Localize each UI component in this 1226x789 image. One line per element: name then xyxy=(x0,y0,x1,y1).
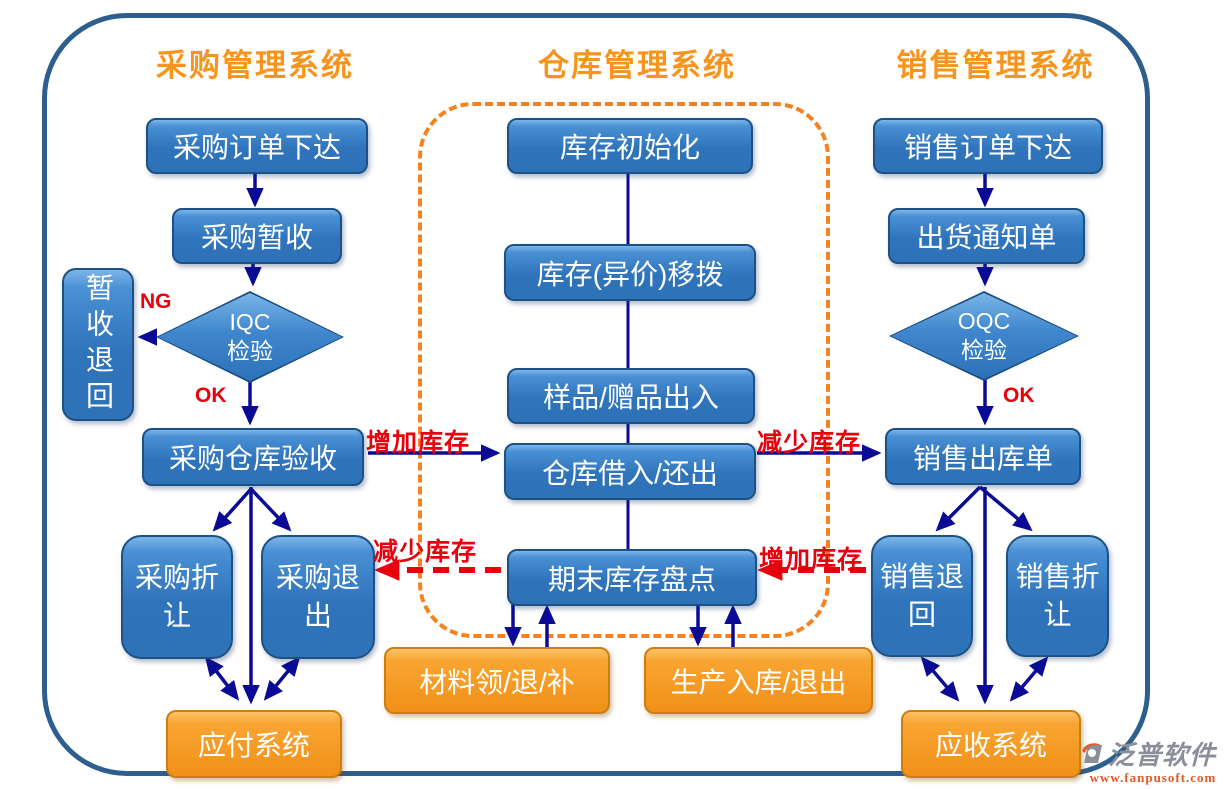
node-sample-gift-io: 样品/赠品出入 xyxy=(507,368,755,424)
logo-company-name: 泛普软件 xyxy=(1108,740,1217,770)
oqc-label-line2: 检验 xyxy=(961,337,1007,363)
node-inventory-transfer: 库存(异价)移拨 xyxy=(504,244,756,301)
logo-website: www.fanpusoft.com xyxy=(1089,770,1217,785)
label-ok-right: OK xyxy=(1003,384,1035,407)
label-increase-stock-right: 增加库存 xyxy=(759,546,864,574)
node-accounts-payable-system: 应付系统 xyxy=(166,710,342,778)
node-temp-receive-return: 暂收退回 xyxy=(62,268,134,421)
node-purchase-warehouse-accept: 采购仓库验收 xyxy=(142,428,364,486)
fanpu-logo: 泛普软件 www.fanpusoft.com xyxy=(1080,735,1226,786)
node-sales-discount: 销售折让 xyxy=(1006,535,1109,657)
label-decrease-stock-right: 减少库存 xyxy=(757,429,862,457)
header-warehouse-system: 仓库管理系统 xyxy=(538,48,736,83)
node-purchase-discount: 采购折让 xyxy=(121,535,233,659)
node-shipping-notice: 出货通知单 xyxy=(888,208,1085,264)
node-purchase-return: 采购退出 xyxy=(261,535,375,659)
warehouse-dashed-boundary xyxy=(418,102,830,638)
node-sales-outbound: 销售出库单 xyxy=(885,428,1081,485)
node-production-in-out: 生产入库/退出 xyxy=(644,647,873,714)
label-increase-stock-left: 增加库存 xyxy=(366,429,471,457)
iqc-label-line1: IQC xyxy=(229,309,271,336)
node-material-issue-return: 材料领/退/补 xyxy=(384,647,610,714)
node-sales-order: 销售订单下达 xyxy=(873,118,1103,174)
outer-frame xyxy=(42,13,1150,776)
node-inventory-init: 库存初始化 xyxy=(507,118,753,174)
label-ok-left: OK xyxy=(195,384,227,407)
iqc-label-line2: 检验 xyxy=(227,338,273,364)
oqc-label-line1: OQC xyxy=(957,308,1011,335)
node-warehouse-borrow-return: 仓库借入/还出 xyxy=(504,443,756,500)
fanpu-logo-icon xyxy=(1082,742,1102,763)
node-period-end-stocktake: 期末库存盘点 xyxy=(507,549,757,606)
header-purchase-system: 采购管理系统 xyxy=(156,48,354,83)
node-purchase-order: 采购订单下达 xyxy=(146,118,368,174)
node-purchase-temp-receive: 采购暂收 xyxy=(172,208,342,264)
label-ng: NG xyxy=(140,290,172,313)
node-accounts-receivable-system: 应收系统 xyxy=(901,710,1081,778)
header-sales-system: 销售管理系统 xyxy=(896,48,1095,83)
node-sales-return: 销售退回 xyxy=(871,535,973,657)
label-decrease-stock-left: 减少库存 xyxy=(373,538,478,566)
